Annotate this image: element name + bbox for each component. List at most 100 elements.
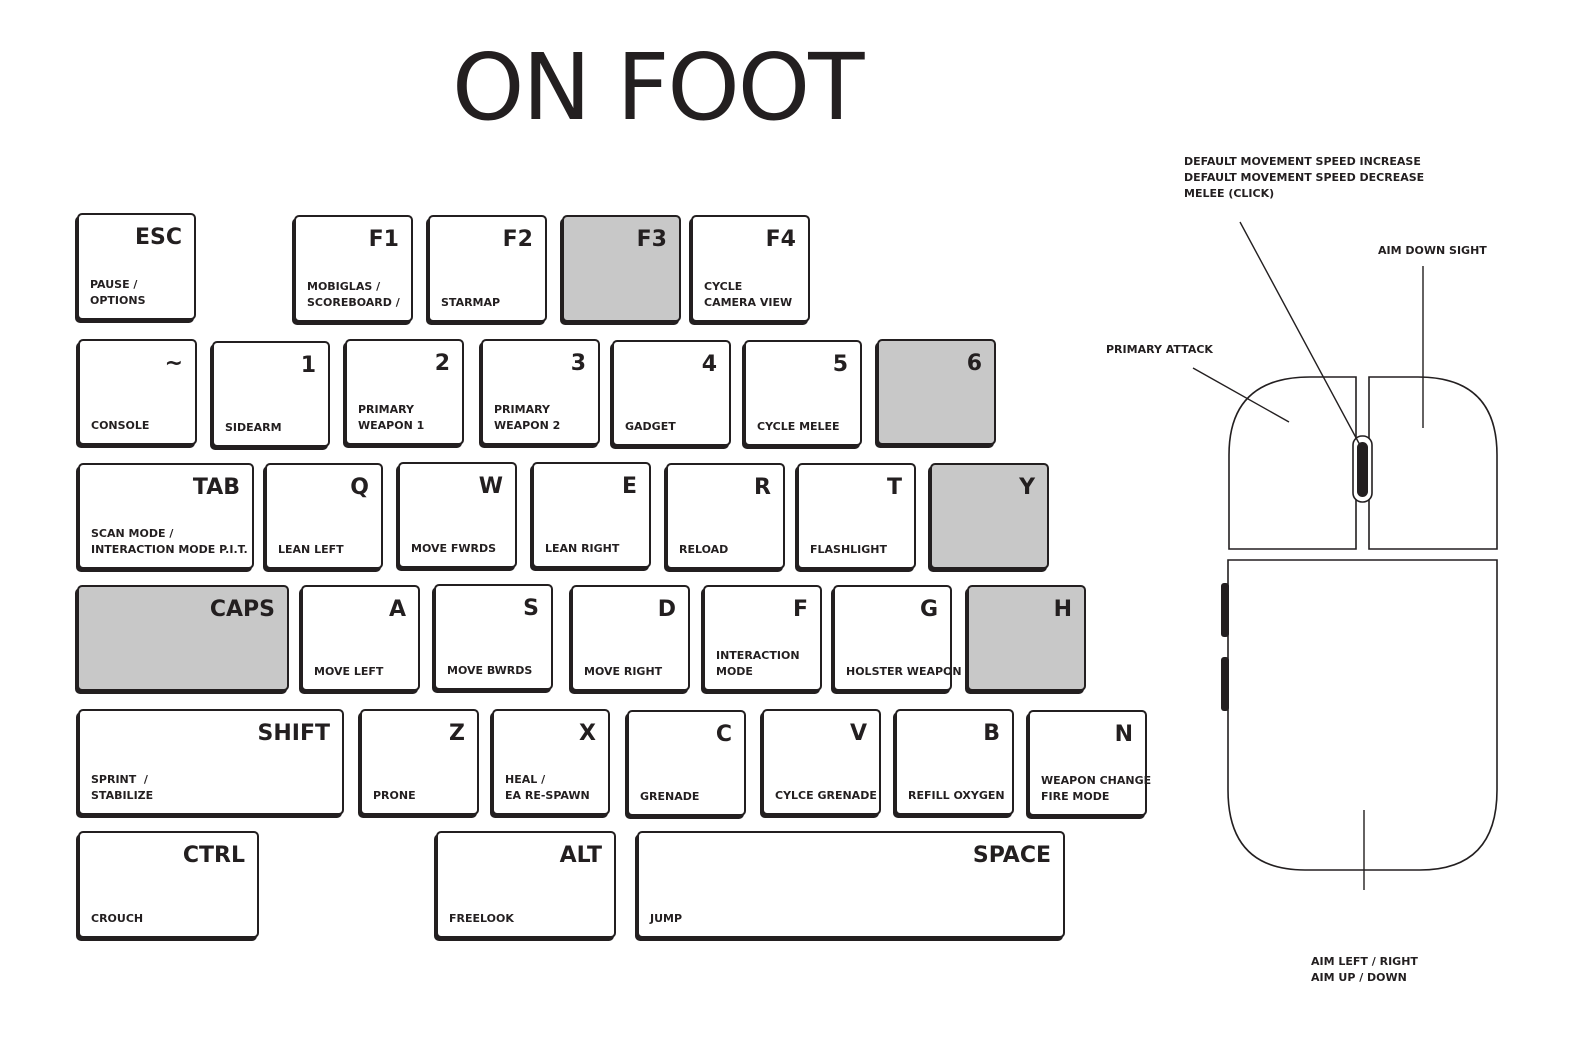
key-x[interactable]: X HEAL / EA RE-SPAWN [492,709,610,815]
key-label: F3 [636,227,667,252]
key-e[interactable]: E LEAN RIGHT [532,462,651,568]
left-button-callout-line [1192,367,1290,423]
key-tilde[interactable]: ~CONSOLE [78,339,197,445]
key-label: A [388,597,406,622]
key-space[interactable]: SPACE JUMP [637,831,1065,938]
key-action: CYLCE GRENADE [775,789,877,802]
mouse-right-button-label: AIM DOWN SIGHT [1378,244,1487,257]
key-action: INTERACTION MODE [716,649,800,678]
key-action: PRIMARY WEAPON 2 [494,403,561,432]
key-label: X [579,721,596,746]
key-action: HEAL / EA RE-SPAWN [505,773,590,802]
key-label: N [1114,722,1133,747]
key-h[interactable]: H [967,585,1086,691]
key-action: SPRINT / STABILIZE [91,773,154,802]
key-label: ~ [164,351,183,376]
key-label: SPACE [972,843,1051,868]
page-title: ON FOOT [452,34,864,141]
key-label: 2 [434,351,450,376]
key-label: Q [350,475,369,500]
key-label: CAPS [209,597,275,622]
key-action: LEAN LEFT [278,543,344,556]
key-t[interactable]: T FLASHLIGHT [797,463,916,569]
key-label: F [792,597,808,622]
key-n[interactable]: N WEAPON CHANGE FIRE MODE [1028,710,1151,816]
key-action: FLASHLIGHT [810,543,888,556]
key-label: Y [1019,475,1035,500]
key-action: CYCLE CAMERA VIEW [704,280,793,309]
key-a[interactable]: A MOVE LEFT [301,585,420,691]
key-label: B [983,721,1000,746]
key-action: PRONE [373,789,416,802]
key-label: F2 [502,227,533,252]
side-button-upper [1221,583,1229,637]
key-label: C [715,722,732,747]
key-action: REFILL OXYGEN [908,789,1005,802]
key-action: PRIMARY WEAPON 1 [358,403,425,432]
key-action: PAUSE / OPTIONS [90,278,146,307]
key-b[interactable]: B REFILL OXYGEN [895,709,1014,815]
right-mouse-button [1368,376,1498,550]
mouse-left-button-label: PRIMARY ATTACK [1106,343,1213,356]
key-g[interactable]: G HOLSTER WEAPON [833,585,962,691]
key-action: SIDEARM [225,421,282,434]
key-action: MOVE RIGHT [584,665,663,678]
side-button-lower [1221,657,1229,711]
key-q[interactable]: Q LEAN LEFT [265,463,383,569]
key-y[interactable]: Y [930,463,1049,569]
key-label: F1 [368,227,399,252]
key-label: W [478,474,503,499]
key-label: D [657,597,676,622]
key-action: CYCLE MELEE [757,420,840,433]
key-action: GADGET [625,420,676,433]
key-label: 4 [701,352,717,377]
key-action: STARMAP [441,296,501,309]
key-f[interactable]: F INTERACTION MODE [703,585,822,691]
key-label: 1 [300,353,316,378]
key-label: S [523,596,539,621]
key-action: MOVE BWRDS [447,664,533,677]
mouse-diagram [1192,221,1498,890]
key-6[interactable]: 6 [877,339,996,445]
key-label: T [886,475,902,500]
scroll-wheel-center [1357,442,1368,497]
key-s[interactable]: S MOVE BWRDS [434,584,553,690]
key-d[interactable]: D MOVE RIGHT [571,585,690,691]
key-action: MOVE LEFT [314,665,384,678]
key-label: TAB [192,475,240,500]
key-action: HOLSTER WEAPON [846,665,962,678]
key-label: CTRL [182,843,245,868]
key-action: RELOAD [679,543,729,556]
key-action: JUMP [650,912,683,925]
key-label: F4 [765,227,796,252]
key-f3[interactable]: F3 [562,215,681,322]
key-label: G [919,597,938,622]
key-label: E [621,474,637,499]
key-label: ALT [559,843,602,868]
key-caps[interactable]: CAPS [77,585,289,691]
mouse-wheel-label: DEFAULT MOVEMENT SPEED INCREASE DEFAULT … [1184,155,1425,200]
key-label: H [1053,597,1072,622]
left-mouse-button [1228,376,1357,550]
key-action: LEAN RIGHT [545,542,620,555]
key-action: WEAPON CHANGE FIRE MODE [1041,774,1152,803]
mouse-body [1227,559,1498,871]
